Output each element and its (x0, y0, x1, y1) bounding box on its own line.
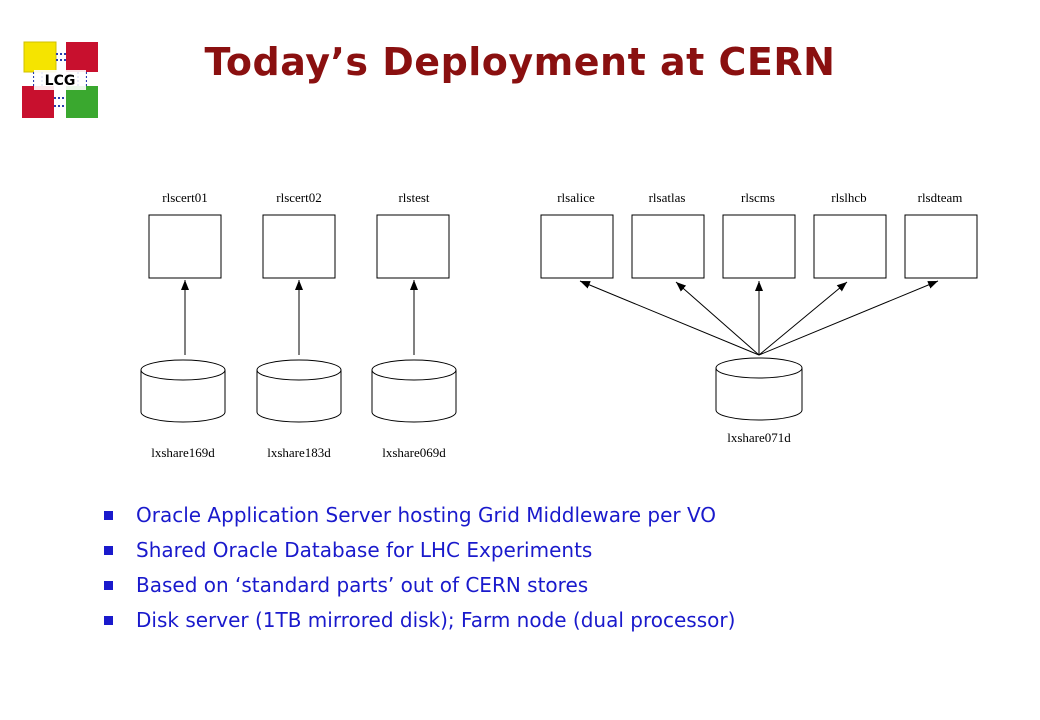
page-title: Today’s Deployment at CERN (204, 40, 836, 84)
arrow-lxshare071d-rlsatlas (675, 281, 760, 356)
disk-label-lxshare069d: lxshare069d (382, 445, 446, 460)
server-label-rlscert01: rlscert01 (162, 190, 207, 205)
lcg-logo: LCG (22, 41, 98, 118)
server-label-rlsatlas: rlsatlas (649, 190, 686, 205)
server-label-rlscms: rlscms (741, 190, 775, 205)
server-box-rlscert02 (262, 214, 336, 279)
disk-label-lxshare071d: lxshare071d (727, 430, 791, 445)
disk-label-lxshare183d: lxshare183d (267, 445, 331, 460)
bullet-text: Shared Oracle Database for LHC Experimen… (136, 538, 593, 562)
server-box-rlsalice (540, 214, 614, 279)
arrow-lxshare071d-rlsalice (579, 280, 760, 356)
server-label-rlscert02: rlscert02 (276, 190, 321, 205)
server-label-rlstest: rlstest (398, 190, 429, 205)
disk-lxshare169d (140, 359, 226, 423)
square-bullet-icon (104, 546, 113, 555)
server-label-rlsalice: rlsalice (557, 190, 595, 205)
disk-lxshare183d (256, 359, 342, 423)
arrow-lxshare071d-rlsdteam (758, 280, 939, 356)
bullet-list: Oracle Application Server hosting Grid M… (104, 498, 735, 638)
bullet-text: Based on ‘standard parts’ out of CERN st… (136, 573, 589, 597)
bullet-item: Oracle Application Server hosting Grid M… (104, 498, 735, 533)
server-box-rlstest (376, 214, 450, 279)
server-box-rlsdteam (904, 214, 978, 279)
disk-lxshare071d (715, 357, 803, 421)
disk-lxshare069d (371, 359, 457, 423)
server-box-rlsatlas (631, 214, 705, 279)
arrow-lxshare071d-rlslhcb (758, 281, 848, 356)
server-box-rlscert01 (148, 214, 222, 279)
square-bullet-icon (104, 581, 113, 590)
bullet-text: Oracle Application Server hosting Grid M… (136, 503, 717, 527)
square-bullet-icon (104, 511, 113, 520)
square-bullet-icon (104, 616, 113, 625)
server-box-rlslhcb (813, 214, 887, 279)
server-box-rlscms (722, 214, 796, 279)
disk-label-lxshare169d: lxshare169d (151, 445, 215, 460)
server-label-rlslhcb: rlslhcb (831, 190, 866, 205)
bullet-item: Shared Oracle Database for LHC Experimen… (104, 533, 735, 568)
bullet-item: Based on ‘standard parts’ out of CERN st… (104, 568, 735, 603)
bullet-item: Disk server (1TB mirrored disk); Farm no… (104, 603, 735, 638)
server-label-rlsdteam: rlsdteam (918, 190, 963, 205)
bullet-text: Disk server (1TB mirrored disk); Farm no… (136, 608, 736, 632)
lcg-logo-text: LCG (45, 73, 76, 89)
